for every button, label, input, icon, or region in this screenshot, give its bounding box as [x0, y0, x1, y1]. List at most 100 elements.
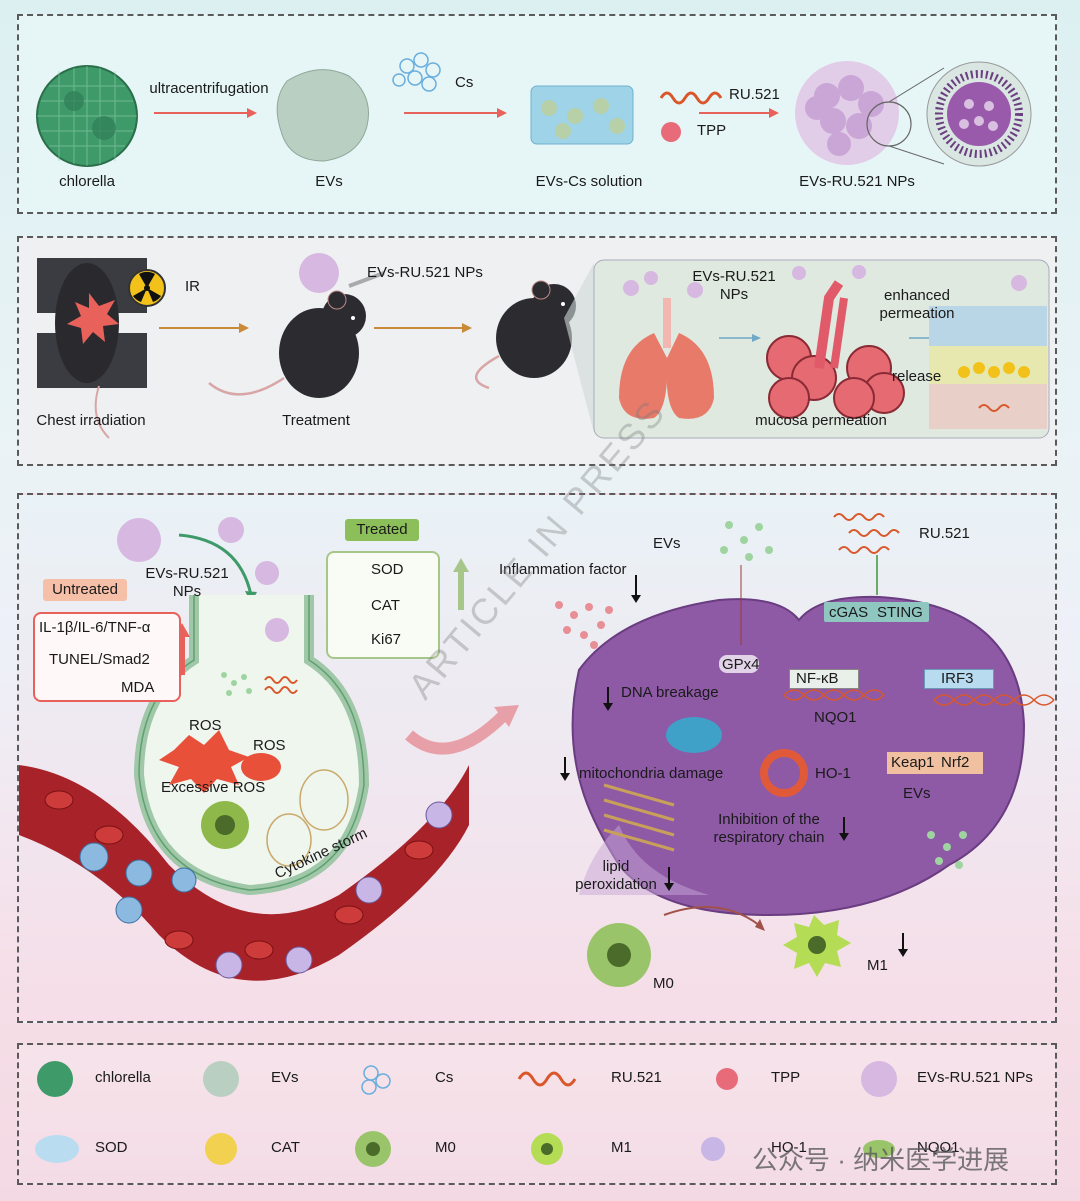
legend-cat: CAT — [271, 1139, 300, 1156]
legend-cs-icon — [361, 1065, 391, 1095]
evs-right-label: EVs — [903, 785, 931, 802]
legend-ru521-icon — [517, 1071, 577, 1087]
evs-ru521-nps-icon — [795, 61, 912, 165]
inflammation-factor-label: Inflammation factor — [499, 561, 627, 578]
wechat-watermark: 公众号 · 纳米医学进展 — [752, 1145, 1010, 1175]
alveolus-icon — [133, 595, 370, 896]
untreated-box — [33, 612, 181, 702]
legend-cat-icon — [205, 1133, 237, 1165]
tpp-label: TPP — [697, 122, 727, 139]
mito-damage-label: mitochondria damage — [579, 765, 724, 782]
ros-label-1: ROS — [189, 717, 222, 734]
mitochondria-icon — [666, 717, 722, 753]
panel-mechanism-graphics — [19, 513, 1055, 987]
irf3-box — [924, 669, 994, 689]
untreated-tag — [43, 579, 127, 601]
ros-label-2: ROS — [253, 737, 286, 754]
legend-sod: SOD — [95, 1139, 128, 1156]
ultracentrifugation-label: ultracentrifugation — [149, 80, 269, 97]
legend-evs: EVs — [271, 1069, 299, 1086]
nps-cluster-icon — [117, 517, 279, 585]
keap1-label: Keap1 — [891, 754, 935, 771]
legend-m1-icon — [531, 1133, 563, 1165]
nrf2-label: Nrf2 — [941, 754, 970, 771]
legend-chlorella-icon — [37, 1061, 73, 1097]
ru521-wave-icon — [659, 91, 723, 105]
legend-m1: M1 — [611, 1139, 632, 1156]
respiratory-label-2: respiratory chain — [713, 829, 825, 846]
cgas-label: cGAS — [829, 604, 869, 621]
mouse-treated-icon — [475, 280, 576, 390]
cs-icon — [392, 52, 441, 92]
lipid-label-1: lipid — [602, 858, 630, 875]
treated-box — [326, 551, 440, 659]
evs-icon — [276, 69, 369, 162]
lipid-label-2: peroxidation — [575, 876, 657, 893]
cgas-sting-box — [824, 602, 929, 622]
treated-tag — [345, 519, 419, 541]
chlorella-icon — [36, 65, 138, 167]
irf3-label: IRF3 — [941, 670, 974, 687]
legend-nqo1: NQO1 — [917, 1139, 960, 1156]
permeation-label: permeation — [879, 305, 955, 322]
legend-icons — [35, 1061, 897, 1167]
lungs-icon — [619, 298, 714, 419]
untreated-item-2: MDA — [121, 679, 155, 696]
legend-m0: M0 — [435, 1139, 456, 1156]
m0-icon — [587, 923, 651, 987]
untreated-item-0: IL-1β/IL-6/TNF-α — [39, 619, 151, 636]
sting-label: STING — [877, 604, 923, 621]
dna-breakage-label: DNA breakage — [621, 684, 719, 701]
cytokine-storm-icon — [266, 769, 349, 867]
untreated-label: Untreated — [52, 581, 118, 598]
enhanced-label: enhanced — [884, 287, 950, 304]
gpx4-label: GPx4 — [722, 656, 760, 673]
release-label: release — [892, 368, 942, 385]
legend-ru521: RU.521 — [611, 1069, 662, 1086]
legend-nps: EVs-RU.521 NPs — [917, 1069, 1033, 1086]
inset-nps-label-2: NPs — [719, 286, 749, 303]
nps-label-2: NPs — [172, 583, 202, 600]
legend-evs-icon — [203, 1061, 239, 1097]
ho1-ring-icon — [760, 749, 808, 797]
treated-label: Treated — [356, 521, 408, 538]
legend-sod-icon — [35, 1135, 79, 1163]
ho1-label: HO-1 — [815, 765, 851, 782]
keap1-nrf2-box — [887, 752, 983, 774]
ru521-label: RU.521 — [729, 86, 780, 103]
ros-burst-icon — [159, 730, 281, 793]
radiation-burst-icon — [67, 293, 119, 344]
panel-treatment: IR EVs-RU.521 NPs Chest irradiation Trea… — [17, 236, 1057, 466]
nps-label-1: EVs-RU.521 — [145, 565, 229, 582]
tpp-icon — [661, 122, 681, 142]
treated-item-0: SOD — [371, 561, 404, 578]
panel-legend: chlorella EVs Cs RU.521 TPP EVs-RU.521 N… — [17, 1043, 1057, 1185]
chest-irradiation-label: Chest irradiation — [36, 412, 146, 429]
blood-vessel-icon — [19, 765, 469, 981]
legend-nps-icon — [861, 1061, 897, 1097]
evs-top-label: EVs — [653, 535, 681, 552]
treated-item-1: CAT — [371, 597, 400, 614]
mucosa-permeation-label: mucosa permeation — [755, 412, 887, 429]
nfkb-label: NF-κB — [796, 670, 839, 687]
legend-ho1: HO-1 — [771, 1139, 807, 1156]
nps-label: EVs-RU.521 NPs — [367, 264, 483, 281]
macrophage-icon — [201, 801, 249, 849]
legend-ho1-icon — [701, 1137, 725, 1161]
mucosa-layer-icon — [929, 306, 1047, 429]
mouse-treatment-icon — [208, 290, 366, 398]
treatment-label: Treatment — [282, 412, 350, 429]
legend-cs: Cs — [435, 1069, 454, 1086]
np-zoom-icon — [926, 61, 1032, 167]
nfkb-box — [789, 669, 859, 689]
legend-m0-icon — [355, 1131, 391, 1167]
legend-nqo1-icon — [863, 1140, 895, 1158]
evs-ru521-nps-label: EVs-RU.521 NPs — [799, 173, 915, 190]
panel-preparation-graphics — [36, 52, 1032, 167]
legend-tpp: TPP — [771, 1069, 801, 1086]
panel-preparation: chlorella ultracentrifugation EVs Cs EVs… — [17, 14, 1057, 214]
evs-cs-solution-label: EVs-Cs solution — [535, 173, 643, 190]
untreated-item-1: TUNEL/Smad2 — [49, 651, 150, 668]
lipid-layer-icon — [603, 783, 675, 852]
